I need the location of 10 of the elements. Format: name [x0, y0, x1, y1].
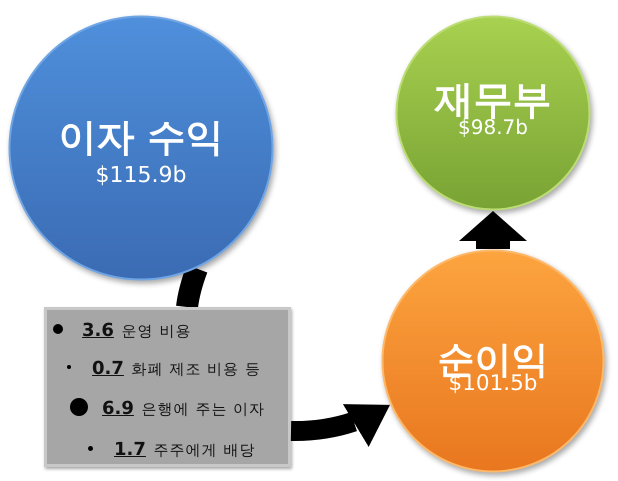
list-item: 6.9 은행에 주는 이자 — [102, 397, 266, 421]
arrow — [459, 211, 527, 249]
list-item: 3.6 운영 비용 — [82, 319, 192, 343]
title-text: 재무부 — [434, 83, 552, 119]
amount-text: $98.7b — [458, 117, 528, 137]
amount-text: $115.9b — [96, 163, 186, 189]
list-item: 1.7 주주에게 배당 — [114, 438, 256, 462]
note-box — [44, 307, 291, 467]
list-item: 0.7 화폐 제조 비용 등 — [92, 357, 261, 381]
title-text: 이자 수익 — [58, 116, 224, 158]
